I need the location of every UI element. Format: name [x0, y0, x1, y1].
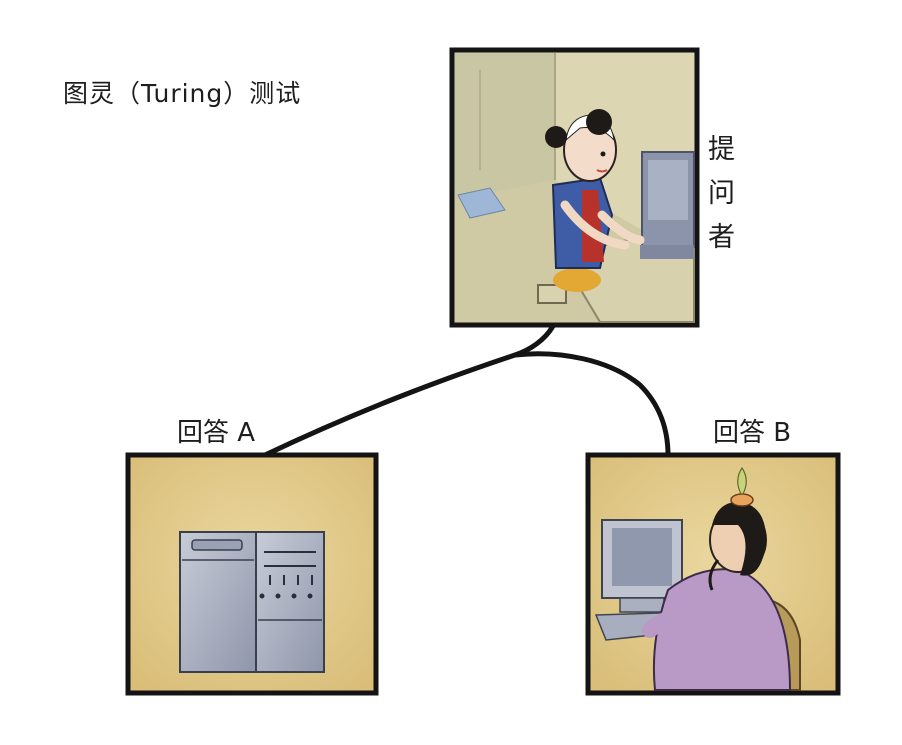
questioner-label-char: 问 — [708, 178, 735, 209]
connector-lines — [262, 323, 671, 458]
questioner-label-char: 者 — [708, 222, 735, 253]
questioner-panel — [449, 47, 700, 328]
questioner-label: 提 问 者 — [708, 128, 735, 260]
answer-b-panel — [585, 452, 841, 696]
answer-b-label: 回答 B — [713, 418, 792, 448]
questioner-label-char: 提 — [708, 134, 735, 165]
diagram-title: 图灵（Turing）测试 — [63, 79, 302, 108]
answer-a-label: 回答 A — [177, 418, 256, 448]
answer-a-panel — [125, 452, 379, 696]
